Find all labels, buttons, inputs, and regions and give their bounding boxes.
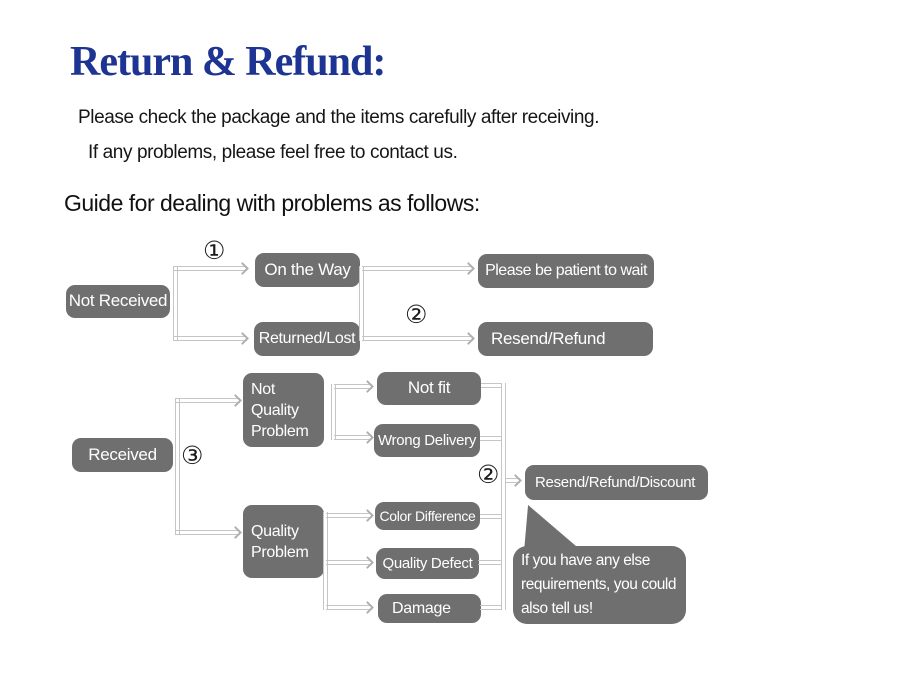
intro-line-1: Please check the package and the items c… (78, 107, 600, 128)
node-on-the-way: On the Way (255, 253, 360, 287)
arrow-right-icon (229, 394, 242, 407)
connector-line (334, 435, 372, 440)
step-marker-3: ③ (181, 441, 204, 470)
connector-line (481, 383, 501, 388)
arrow-right-icon (361, 556, 374, 569)
node-quality-problem: Quality Problem (243, 505, 324, 578)
node-not-fit: Not fit (377, 372, 481, 405)
connector-line (480, 514, 501, 519)
connector-line (326, 513, 372, 518)
arrow-right-icon (229, 526, 242, 539)
arrow-right-icon (361, 601, 374, 614)
node-received: Received (72, 438, 173, 472)
intro-line-2: If any problems, please feel free to con… (88, 142, 458, 163)
step-marker-2b: ② (477, 460, 500, 489)
connector-line (331, 384, 336, 440)
connector-line (326, 560, 372, 565)
connector-line (326, 605, 372, 610)
arrow-right-icon (361, 431, 374, 444)
connector-line (334, 384, 372, 389)
arrow-right-icon (361, 380, 374, 393)
connector-line (175, 530, 240, 535)
connector-line (175, 398, 240, 403)
node-not-quality-problem: Not Quality Problem (243, 373, 324, 447)
node-wrong-delivery: Wrong Delivery (374, 424, 480, 457)
bubble-line-3: also tell us! (521, 600, 593, 617)
connector-line (359, 266, 364, 341)
arrow-right-icon (509, 474, 522, 487)
connector-line (480, 436, 501, 441)
connector-line (362, 266, 473, 271)
arrow-right-icon (236, 262, 249, 275)
connector-line (506, 478, 520, 483)
node-resend-refund: Resend/Refund (478, 322, 653, 356)
connector-line (501, 383, 506, 610)
node-damage: Damage (378, 594, 481, 623)
section-heading: Guide for dealing with problems as follo… (64, 190, 480, 216)
connector-line (480, 605, 501, 610)
node-not-received: Not Received (66, 285, 170, 318)
node-quality-defect: Quality Defect (376, 548, 479, 579)
node-returned-lost: Returned/Lost (254, 322, 360, 356)
step-marker-1: ① (203, 236, 226, 265)
connector-line (173, 336, 247, 341)
arrow-right-icon (236, 332, 249, 345)
connector-line (173, 266, 178, 341)
arrow-right-icon (462, 262, 475, 275)
step-marker-2: ② (405, 300, 428, 329)
connector-line (362, 336, 473, 341)
page-title: Return & Refund: (70, 39, 386, 85)
connector-line (323, 512, 328, 610)
note-bubble: If you have any else requirements, you c… (513, 546, 686, 624)
bubble-line-2: requirements, you could (521, 576, 677, 593)
arrow-right-icon (361, 509, 374, 522)
node-color-difference: Color Difference (375, 502, 480, 530)
arrow-right-icon (462, 332, 475, 345)
bubble-line-1: If you have any else (521, 552, 650, 569)
connector-line (478, 560, 501, 565)
bubble-tail (524, 505, 579, 548)
connector-line (173, 266, 247, 271)
connector-line (175, 398, 180, 535)
node-resend-refund-discount: Resend/Refund/Discount (525, 465, 708, 500)
node-be-patient: Please be patient to wait (478, 254, 654, 288)
